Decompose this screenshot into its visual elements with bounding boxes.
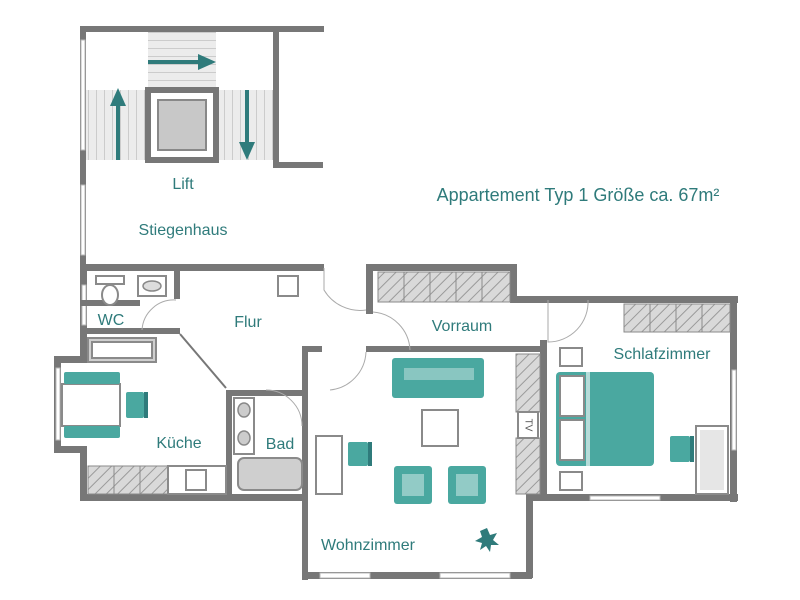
kitchen-bench-top xyxy=(64,372,120,384)
stair-arrow-down xyxy=(239,90,255,160)
armchair-right xyxy=(448,466,486,504)
plant-icon xyxy=(475,528,499,552)
flur-box xyxy=(277,275,299,297)
tv-label: TV xyxy=(522,419,533,432)
label-stiegenhaus: Stiegenhaus xyxy=(139,222,228,239)
armchair-left xyxy=(394,466,432,504)
kitchen-table xyxy=(61,383,121,427)
bathtub-icon xyxy=(237,457,303,491)
kitchen-chair xyxy=(126,392,144,418)
label-flur: Flur xyxy=(234,314,262,331)
label-kueche: Küche xyxy=(156,435,201,452)
sofa xyxy=(392,358,484,398)
cabinets xyxy=(87,271,731,495)
furniture: TV xyxy=(61,275,729,552)
room-labels: Appartement Typ 1 Größe ca. 67m² Lift St… xyxy=(98,176,720,554)
plan-title: Appartement Typ 1 Größe ca. 67m² xyxy=(437,185,720,205)
sideboard xyxy=(315,435,343,495)
coffee-table xyxy=(421,409,459,447)
pillow-top xyxy=(559,375,585,417)
label-vorraum: Vorraum xyxy=(432,318,492,335)
living-chair xyxy=(348,442,368,466)
doors xyxy=(141,268,589,427)
kitchen-bench-bottom xyxy=(64,426,120,438)
kitchen-sink-icon xyxy=(185,469,207,491)
wc-cistern xyxy=(95,275,125,285)
toilet-icon xyxy=(101,284,119,306)
label-schlafzimmer: Schlafzimmer xyxy=(614,346,712,363)
lift-cabin xyxy=(157,99,207,151)
stair-arrow-right xyxy=(148,54,216,70)
tv-unit xyxy=(517,411,539,439)
label-wc: WC xyxy=(98,312,125,329)
nightstand-bottom xyxy=(559,471,583,491)
bath-sink-icon xyxy=(237,402,251,418)
nightstand-top xyxy=(559,347,583,367)
bedroom-chair xyxy=(670,436,690,462)
label-lift: Lift xyxy=(172,176,194,193)
label-wohnzimmer: Wohnzimmer xyxy=(321,537,416,554)
stairwell xyxy=(80,26,324,272)
label-bad: Bad xyxy=(266,436,294,453)
stair-arrow-up xyxy=(110,88,126,160)
pillow-bottom xyxy=(559,419,585,461)
